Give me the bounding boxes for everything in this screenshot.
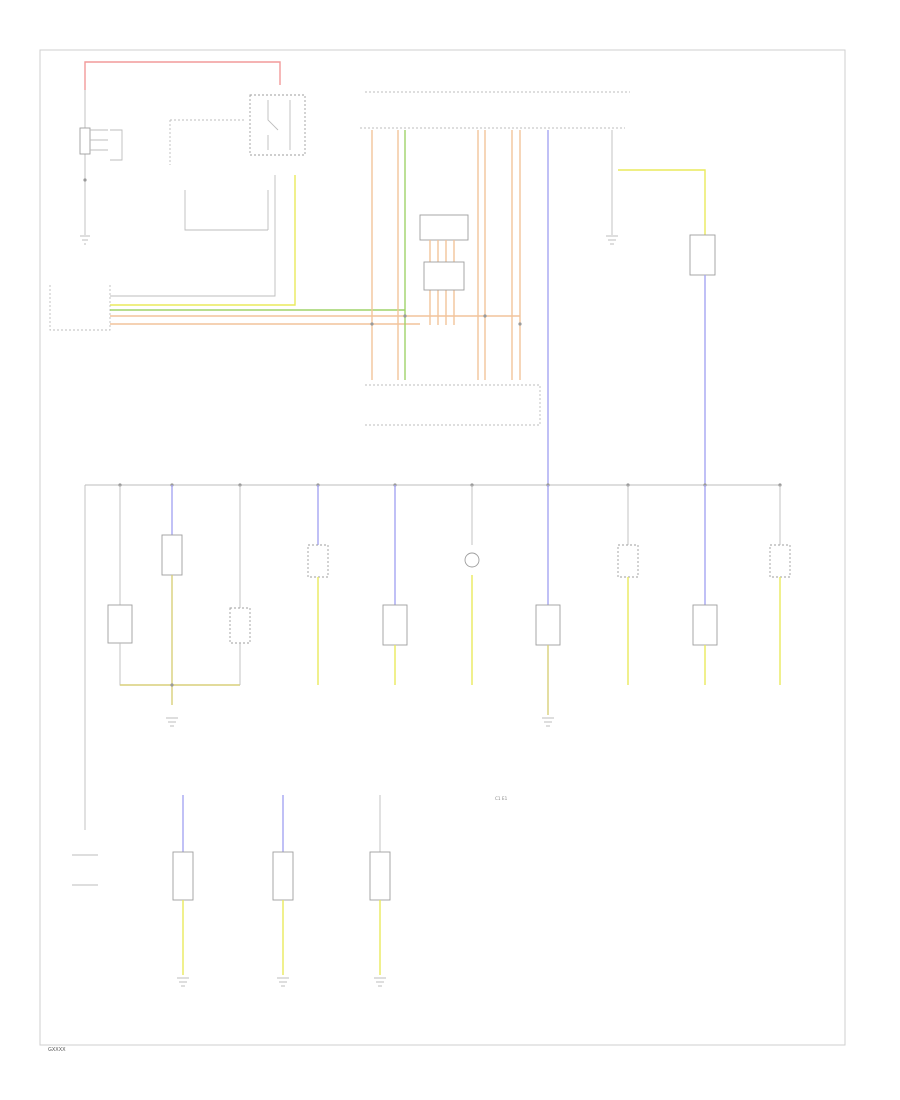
fuse-panel-outline [169, 119, 245, 165]
battery-fuse-box [79, 127, 91, 155]
lamp-1 [107, 604, 133, 644]
branch-columns [107, 485, 791, 727]
lamp-3 [229, 607, 251, 644]
top-right-section [606, 130, 716, 485]
bottom-row [72, 795, 391, 987]
lower-connector-outline [365, 384, 541, 426]
wire-red-battery [84, 61, 281, 90]
lamp-12 [272, 851, 294, 901]
wire-yellow-top-right [618, 169, 706, 235]
lamp-4 [307, 544, 329, 578]
wire-yellow-switch [110, 175, 296, 306]
lamp-7 [535, 604, 561, 646]
lamp-6 [464, 552, 480, 568]
light-switch [110, 94, 306, 306]
diagram-frame [39, 49, 846, 1046]
footer-label: GXXXX [48, 1047, 66, 1053]
lamp-13 [369, 851, 391, 901]
connector-bank [360, 91, 630, 485]
mid-reference-label: C1 E1 [495, 796, 508, 801]
lamp-2 [161, 534, 183, 576]
relay-block [419, 214, 469, 241]
lamp-11 [172, 851, 194, 901]
left-control-module [49, 285, 520, 331]
lamp-5 [382, 604, 408, 646]
lamp-9 [692, 604, 718, 646]
lamp-10 [769, 544, 791, 578]
lamp-8 [617, 544, 639, 578]
middle-bus [84, 483, 782, 800]
dimmer-switch [689, 234, 716, 276]
battery-fuse-section [79, 61, 281, 245]
